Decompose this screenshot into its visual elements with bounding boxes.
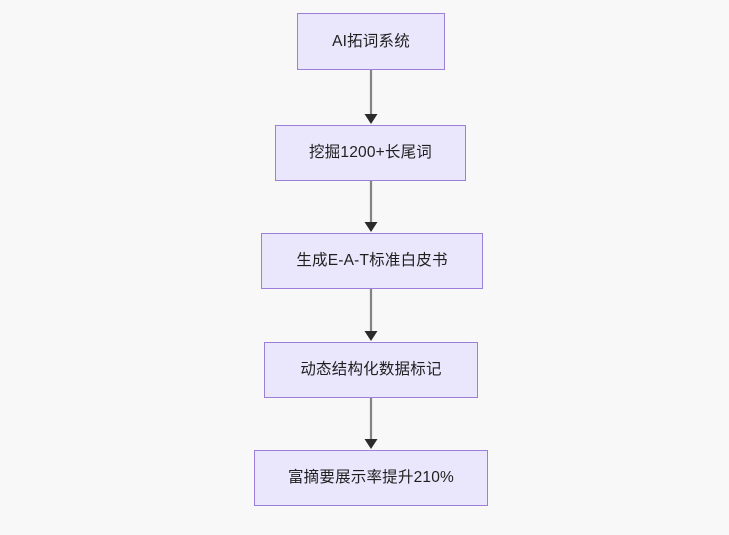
node-label: 富摘要展示率提升210% [287, 469, 455, 487]
edge-node1-node2 [364, 70, 378, 124]
flowchart-node-generate-eat-whitepaper[interactable]: 生成E-A-T标准白皮书 [261, 233, 483, 289]
node-label: 生成E-A-T标准白皮书 [296, 252, 448, 270]
edge-node2-node3 [364, 181, 378, 232]
node-label: AI拓词系统 [332, 32, 410, 50]
node-label: 挖掘1200+长尾词 [308, 144, 433, 162]
edge-node3-node4 [364, 289, 378, 341]
flowchart-node-mine-longtail-keywords[interactable]: 挖掘1200+长尾词 [275, 125, 466, 181]
flowchart-node-ai-keyword-system[interactable]: AI拓词系统 [297, 13, 445, 70]
edge-node4-node5 [364, 398, 378, 449]
arrowhead-icon [364, 114, 378, 124]
arrowhead-icon [364, 439, 378, 449]
arrowhead-icon [364, 331, 378, 341]
arrowhead-icon [364, 222, 378, 232]
node-label: 动态结构化数据标记 [300, 361, 442, 379]
flowchart-node-rich-snippet-rate-increase[interactable]: 富摘要展示率提升210% [254, 450, 488, 506]
flowchart-node-dynamic-structured-data-markup[interactable]: 动态结构化数据标记 [264, 342, 478, 398]
